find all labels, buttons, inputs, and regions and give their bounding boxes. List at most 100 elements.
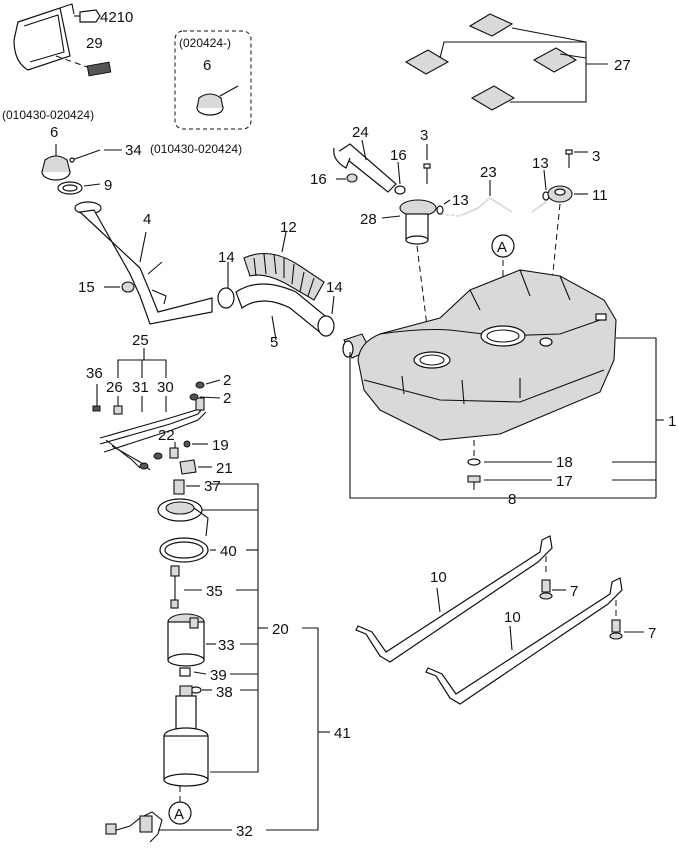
label-23: 23: [480, 164, 497, 181]
clip-19: [183, 440, 208, 448]
screw-3-right: [565, 149, 588, 168]
ref-circle-a-tank: [491, 234, 515, 258]
variant-box: [174, 30, 252, 130]
vent-hose-24: [333, 139, 397, 193]
label-date-010430-tether: (010430-020424): [150, 142, 242, 156]
label-29: 29: [86, 35, 103, 52]
label-25: 25: [132, 332, 149, 349]
tank-gasket-40: [159, 537, 216, 563]
nut-18: [467, 458, 552, 466]
gasket-9: [57, 181, 101, 195]
label-4210: 4210: [100, 9, 133, 26]
bolt-7-lower: [609, 600, 644, 640]
label-14-right: 14: [326, 279, 343, 296]
fuel-cap-new: [196, 85, 239, 116]
label-8: 8: [508, 491, 516, 508]
label-36: 36: [86, 365, 103, 382]
pump-flange-37: [157, 479, 258, 537]
label-9: 9: [104, 177, 112, 194]
cap-tether-34: [69, 149, 122, 163]
bolt-17: [467, 475, 552, 490]
label-11: 11: [592, 187, 608, 204]
grommet-15: [104, 281, 135, 293]
label-27: 27: [614, 57, 631, 74]
clip-13-left: [436, 199, 451, 215]
label-16-lower: 16: [310, 171, 327, 188]
label-date-010430-cap: (010430-020424): [2, 108, 94, 122]
label-4: 4: [143, 211, 151, 228]
label-2-lower: 2: [223, 390, 231, 407]
screw-3-left: [423, 144, 431, 184]
label-22: 22: [158, 427, 175, 444]
label-a-tank: A: [497, 239, 507, 256]
oring-39: [179, 667, 207, 677]
clip-16-upper: [394, 161, 406, 195]
label-21: 21: [216, 460, 233, 477]
connector-21: [179, 459, 212, 475]
label-35: 35: [206, 583, 223, 600]
label-a-pump: A: [174, 806, 184, 823]
label-13-right: 13: [532, 155, 549, 172]
label-6-boxed: 6: [203, 57, 211, 74]
label-14-left: 14: [218, 249, 235, 266]
rollover-valve-11: [547, 185, 588, 203]
wiring-harness-35: [170, 565, 202, 609]
fitting-22: [169, 442, 179, 459]
label-1: 1: [668, 413, 676, 430]
bracket-25: [117, 348, 167, 378]
label-2-upper: 2: [223, 372, 231, 389]
label-39: 39: [210, 667, 227, 684]
label-40: 40: [220, 543, 237, 560]
label-16-upper: 16: [390, 147, 407, 164]
label-5: 5: [270, 334, 278, 351]
label-7-lower: 7: [648, 625, 656, 642]
corrugated-hose-12: [243, 231, 325, 301]
label-6-old: 6: [50, 124, 58, 141]
fuel-pump-motor: [163, 685, 209, 787]
label-17: 17: [556, 473, 573, 490]
label-10-upper: 10: [430, 569, 447, 586]
label-date-020424: (020424-): [179, 36, 231, 50]
ref-circle-a-pump: [168, 801, 192, 825]
clip-16-lower: [336, 173, 358, 183]
label-7-upper: 7: [570, 583, 578, 600]
label-20: 20: [272, 621, 289, 638]
seal-38: [190, 686, 212, 694]
label-31: 31: [132, 379, 149, 396]
label-26: 26: [106, 379, 123, 396]
label-33: 33: [218, 637, 235, 654]
label-13-left: 13: [452, 192, 469, 209]
bolt-7-upper: [539, 556, 566, 600]
seal-2: [189, 379, 221, 401]
tank-strap-10-lower: [425, 577, 623, 705]
bracket-8: [349, 352, 656, 499]
bracket-41: [266, 627, 330, 831]
clamp-14-left: [217, 262, 235, 309]
label-37: 37: [204, 478, 221, 495]
label-3-right: 3: [592, 148, 600, 165]
label-10-lower: 10: [504, 609, 521, 626]
label-32: 32: [236, 823, 253, 840]
clamp-14-right: [317, 295, 335, 337]
fuel-tank: [357, 269, 617, 441]
bracket-20: [208, 483, 268, 773]
label-15: 15: [78, 279, 95, 296]
fuel-filler-door: [13, 3, 112, 77]
fuel-filter-33: [167, 613, 216, 667]
label-34: 34: [125, 142, 142, 159]
label-19: 19: [212, 437, 229, 454]
label-3-left: 3: [420, 127, 428, 144]
filler-neck-pipe: [74, 201, 213, 325]
tank-strap-10-upper: [355, 535, 553, 663]
sender-unit-28: [381, 199, 437, 245]
label-18: 18: [556, 454, 573, 471]
label-30: 30: [157, 379, 174, 396]
label-38: 38: [216, 684, 233, 701]
label-28: 28: [360, 211, 377, 228]
label-41: 41: [334, 725, 351, 742]
pump-harness-32: [105, 811, 232, 843]
label-24: 24: [352, 124, 369, 141]
insulator-pads-27: [404, 13, 608, 111]
bracket-1: [612, 337, 664, 498]
